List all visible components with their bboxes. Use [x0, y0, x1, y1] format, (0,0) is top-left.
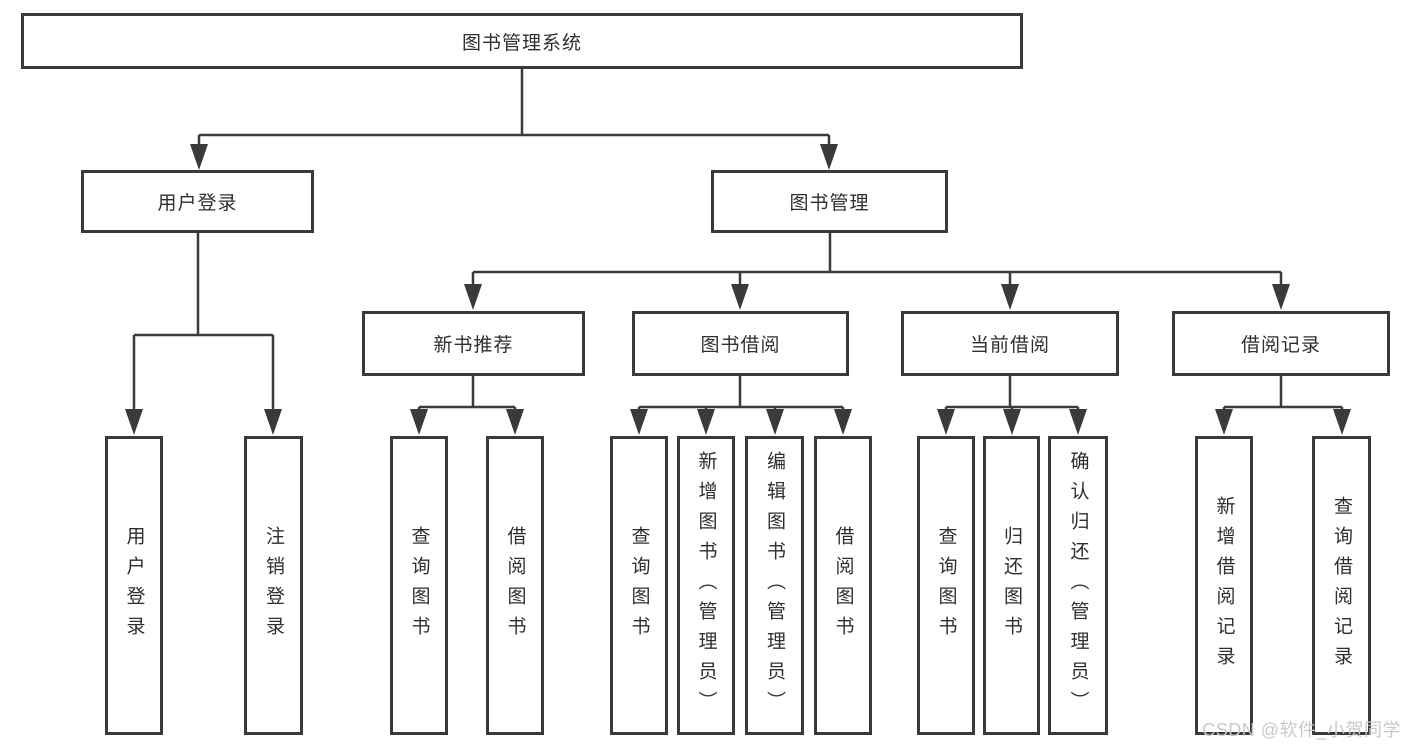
node-borrowing-records: 借阅记录	[1172, 311, 1390, 376]
node-label: 确认归还（管理员）	[1067, 450, 1089, 721]
leaf-query-books-borrowing: 查询图书	[610, 436, 668, 735]
node-label: 查询图书	[935, 525, 957, 646]
node-label: 借阅图书	[832, 525, 854, 646]
node-label: 新增图书（管理员）	[695, 450, 717, 721]
leaf-add-book-admin: 新增图书（管理员）	[677, 436, 735, 735]
watermark: CSDN @软件_小贺同学	[1202, 720, 1401, 740]
leaf-query-books-current: 查询图书	[917, 436, 975, 735]
leaf-confirm-return-admin: 确认归还（管理员）	[1048, 436, 1108, 735]
node-new-book-recommend: 新书推荐	[362, 311, 585, 376]
leaf-borrow-books: 借阅图书	[814, 436, 872, 735]
leaf-edit-book-admin: 编辑图书（管理员）	[745, 436, 804, 735]
node-label: 用户登录	[157, 193, 238, 214]
leaf-query-books-recommend: 查询图书	[390, 436, 448, 735]
node-current-borrowing: 当前借阅	[901, 311, 1119, 376]
node-user-login: 用户登录	[81, 170, 314, 233]
node-label: 当前借阅	[969, 335, 1050, 356]
node-label: 用户登录	[123, 525, 145, 646]
node-label: 编辑图书（管理员）	[764, 450, 785, 721]
node-label: 注销登录	[263, 525, 284, 646]
node-label: 借阅记录	[1240, 335, 1321, 356]
node-label: 查询借阅记录	[1331, 495, 1352, 676]
leaf-return-book: 归还图书	[983, 436, 1040, 735]
leaf-logout: 注销登录	[244, 436, 303, 735]
leaf-borrow-books-recommend: 借阅图书	[486, 436, 544, 735]
node-book-borrowing: 图书借阅	[632, 311, 849, 376]
node-label: 查询图书	[408, 525, 430, 646]
node-system-root: 图书管理系统	[21, 13, 1023, 69]
node-label: 借阅图书	[504, 525, 526, 646]
leaf-add-borrow-record: 新增借阅记录	[1195, 436, 1253, 735]
node-book-management: 图书管理	[711, 170, 948, 233]
node-label: 图书管理	[789, 193, 870, 214]
node-label: 查询图书	[628, 525, 650, 646]
node-label: 新增借阅记录	[1213, 495, 1235, 676]
node-label: 图书借阅	[700, 335, 781, 356]
node-label: 新书推荐	[433, 335, 514, 356]
node-label: 归还图书	[1001, 525, 1022, 646]
leaf-query-borrow-record: 查询借阅记录	[1312, 436, 1371, 735]
node-label: 图书管理系统	[461, 32, 582, 54]
leaf-user-login: 用户登录	[105, 436, 163, 735]
